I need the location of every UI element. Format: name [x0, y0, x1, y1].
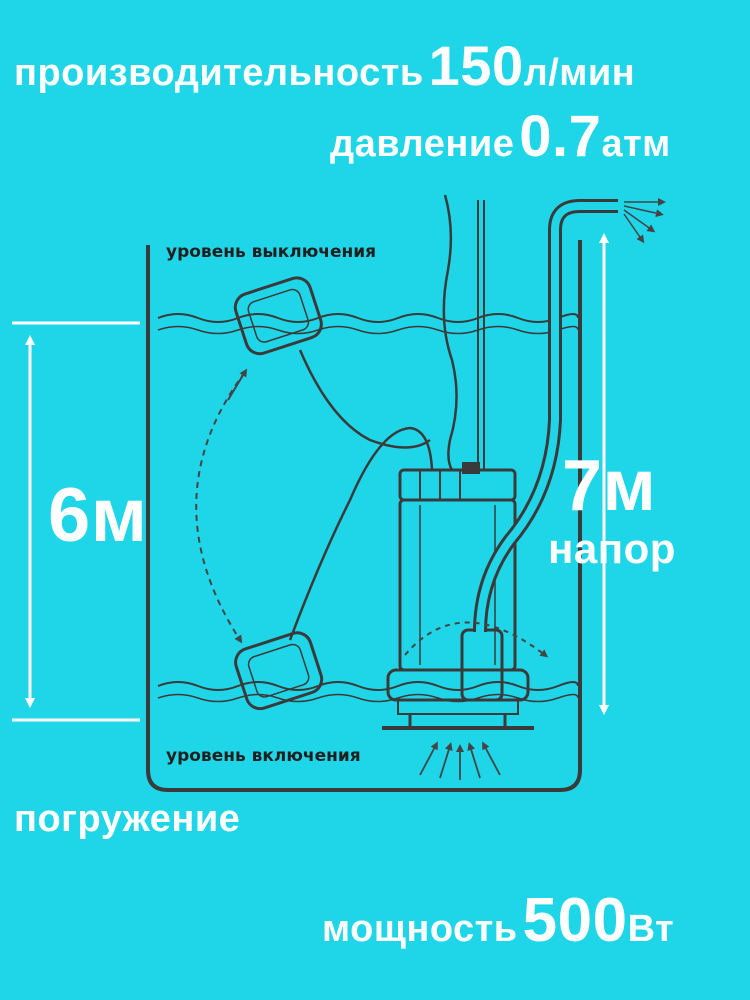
tank-outline — [146, 240, 582, 792]
productivity-label: производительность — [14, 52, 424, 94]
productivity-unit: л/мин — [523, 52, 636, 94]
water-spray-icon — [623, 198, 666, 244]
pressure-label: давление — [330, 123, 515, 165]
immersion-label: погружение — [14, 798, 241, 840]
float-switch-upper — [233, 276, 323, 356]
productivity-spec: производительность 150л/мин — [14, 38, 635, 94]
power-label: мощность — [322, 908, 518, 950]
power-cable — [442, 194, 458, 471]
pressure-unit: атм — [601, 123, 671, 165]
intake-arrows-icon — [419, 741, 501, 780]
float-cable-lower — [288, 426, 434, 641]
power-value: 500 — [522, 886, 628, 955]
head-value: 7м — [562, 446, 657, 526]
immersion-depth-value: 6м — [48, 473, 148, 558]
pump-body — [382, 462, 534, 730]
water-level-upper — [157, 313, 579, 323]
power-unit: Вт — [627, 908, 675, 950]
level-on-label: уровень включения — [166, 746, 361, 766]
level-off-label: уровень выключения — [166, 242, 377, 262]
productivity-value: 150 — [428, 34, 524, 97]
pressure-spec: давление 0.7атм — [330, 108, 671, 166]
power-spec: мощность 500Вт — [322, 890, 674, 952]
float-switch-lower — [234, 631, 324, 711]
head-label: напор — [548, 525, 676, 572]
water-level-lower — [157, 681, 579, 691]
pressure-value: 0.7 — [519, 104, 602, 169]
rotation-arc — [404, 621, 549, 658]
float-travel-arc — [195, 371, 246, 644]
water-level-upper-2 — [157, 325, 579, 335]
float-cable — [298, 349, 431, 449]
